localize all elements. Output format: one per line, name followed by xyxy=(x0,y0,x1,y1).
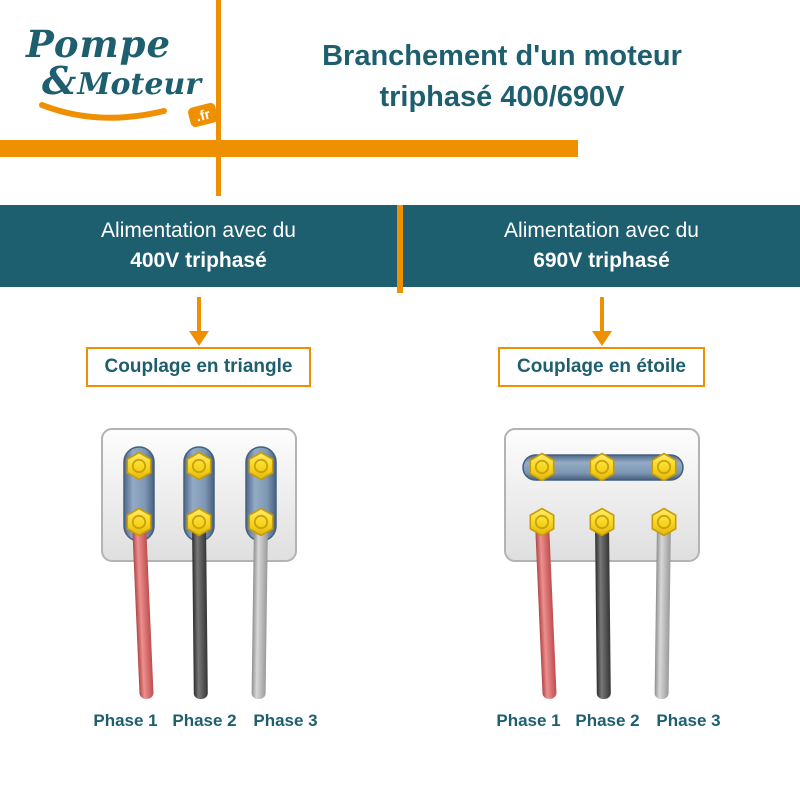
logo-swoosh-curve xyxy=(39,102,167,121)
phase-3-label: Phase 3 xyxy=(656,711,721,730)
supply-band-line2: 400V triphasé xyxy=(130,249,267,273)
wire-phase-1 xyxy=(534,518,556,699)
phase-3-label: Phase 3 xyxy=(253,711,318,730)
coupling-label-triangle: Couplage en triangle xyxy=(85,347,312,387)
terminal-block-delta-diagram xyxy=(100,428,297,700)
vertical-divider xyxy=(216,0,221,196)
wire-phase-3 xyxy=(251,518,268,699)
phase-1-label: Phase 1 xyxy=(496,711,561,730)
comparison-columns: Alimentation avec du 400V triphasé Coupl… xyxy=(0,205,800,765)
supply-band-line1: Alimentation avec du xyxy=(504,219,699,242)
phase-2-label: Phase 2 xyxy=(575,711,640,730)
wire-phase-2 xyxy=(191,518,208,700)
coupling-label-etoile: Couplage en étoile xyxy=(498,347,705,387)
horizontal-orange-bar xyxy=(0,140,578,157)
phase-2-label: Phase 2 xyxy=(172,711,237,730)
supply-band-690v: Alimentation avec du 690V triphasé xyxy=(403,205,800,287)
logo-swoosh: .fr xyxy=(38,99,221,133)
wires xyxy=(534,518,671,700)
band-divider xyxy=(397,205,403,293)
wires xyxy=(131,518,268,700)
logo-word-moteur: &Moteur xyxy=(42,58,202,103)
column-400v-delta: Alimentation avec du 400V triphasé Coupl… xyxy=(0,205,397,737)
terminal-block-star-diagram xyxy=(503,428,700,700)
supply-band-line2: 690V triphasé xyxy=(533,249,670,273)
page-title-line2: triphasé 400/690V xyxy=(379,80,625,113)
column-690v-star: Alimentation avec du 690V triphasé Coupl… xyxy=(403,205,800,737)
arrow-down-icon xyxy=(188,297,209,346)
logo: Pompe &Moteur .fr xyxy=(26,22,221,133)
wire-phase-2 xyxy=(594,518,611,700)
wire-phase-1 xyxy=(131,518,153,699)
supply-band-400v: Alimentation avec du 400V triphasé xyxy=(0,205,397,287)
logo-ampersand: & xyxy=(42,58,77,103)
page-title-line1: Branchement d'un moteur xyxy=(322,40,682,72)
phase-1-label: Phase 1 xyxy=(93,711,158,730)
phase-labels: Phase 1 Phase 2 Phase 3 xyxy=(4,711,394,737)
phase-labels: Phase 1 Phase 2 Phase 3 xyxy=(407,711,797,737)
arrow-down-icon xyxy=(591,297,612,346)
supply-band-line1: Alimentation avec du xyxy=(101,219,296,242)
logo-word-pompe: Pompe xyxy=(26,22,172,66)
wire-phase-3 xyxy=(654,518,671,699)
page-title: Branchement d'un moteur triphasé 400/690… xyxy=(226,36,778,117)
